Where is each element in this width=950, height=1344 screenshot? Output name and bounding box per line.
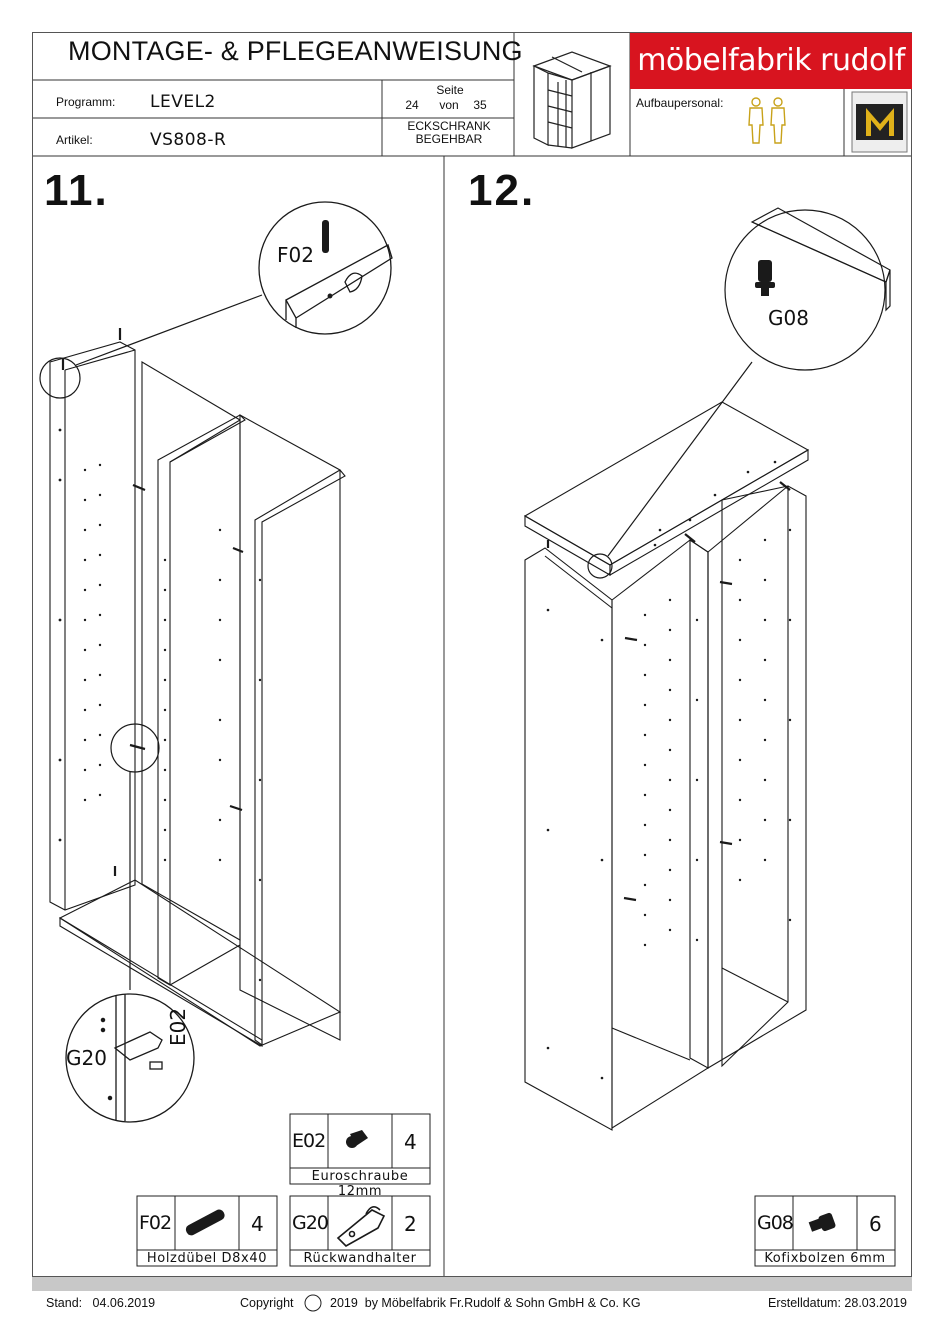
part-qty-E02: 4 [404, 1130, 417, 1154]
footer-erstelldatum: Erstelldatum: 28.03.2019 [768, 1296, 907, 1310]
step12-illustration [523, 401, 810, 1131]
callout-E02: E02 [166, 1007, 190, 1046]
step11-fittings [61, 328, 244, 876]
document-title: MONTAGE- & PFLEGEANWEISUNG [68, 36, 523, 66]
footer-bar [32, 1277, 912, 1291]
step11-holes [58, 428, 262, 982]
seite-current: 24 [405, 98, 419, 112]
cam-bolt-icon [755, 260, 775, 296]
part-code-E02: E02 [292, 1130, 326, 1152]
rueckwandhalter-icon [336, 1206, 386, 1247]
programm-label: Programm: [56, 95, 116, 109]
zoom-F02 [258, 201, 393, 335]
footer-stand: Stand: 04.06.2019 [46, 1296, 156, 1310]
callout-F02: F02 [277, 243, 314, 267]
step12-fittings [546, 481, 791, 902]
product-line2: BEGEHBAR [415, 132, 483, 146]
dowel-icon [322, 220, 329, 253]
zoom-G20-E02 [65, 993, 195, 1123]
euroschraube-icon [346, 1130, 368, 1148]
footer-copyright-text: 2019 by Möbelfabrik Fr.Rudolf & Sohn Gmb… [330, 1296, 641, 1310]
brand-logo: möbelfabrik rudolf [630, 33, 912, 89]
part-qty-G20: 2 [404, 1212, 417, 1236]
callout-G08: G08 [768, 306, 809, 330]
artikel-value: VS808-R [150, 130, 227, 150]
cabinet-thumbnail [532, 51, 612, 149]
step-number-11: 11. [44, 166, 109, 215]
seite-von: von [439, 98, 459, 112]
kofixbolzen-icon [808, 1212, 836, 1232]
part-name-E02: Euroschraube 12mm [311, 1169, 409, 1199]
product-line1: ECKSCHRANK [407, 119, 491, 133]
page-frame [32, 32, 912, 1277]
two-persons-icon [748, 97, 786, 144]
seite-label: Seite [436, 83, 464, 97]
step12-holes [546, 460, 792, 1080]
copyright-icon [304, 1294, 322, 1312]
step-number-12: 12. [468, 166, 536, 215]
seite-total: 35 [473, 98, 487, 112]
part-name-G08: Kofixbolzen 6mm [764, 1251, 886, 1266]
holzduebel-icon [185, 1209, 225, 1236]
part-code-G08: G08 [757, 1212, 794, 1234]
part-code-F02: F02 [139, 1212, 172, 1234]
aufbaupersonal-label: Aufbaupersonal: [636, 96, 724, 110]
artikel-label: Artikel: [56, 133, 93, 147]
footer-copyright-label: Copyright [240, 1296, 294, 1310]
part-code-G20: G20 [292, 1212, 329, 1234]
part-qty-F02: 4 [251, 1212, 264, 1236]
part-qty-G08: 6 [869, 1212, 882, 1236]
callout-G20: G20 [66, 1046, 107, 1070]
step11-illustration [49, 341, 346, 1047]
quality-seal-logo [851, 91, 908, 153]
part-name-F02: Holzdübel D8x40 [146, 1251, 268, 1266]
part-name-G20: Rückwandhalter [303, 1251, 417, 1266]
programm-value: LEVEL2 [150, 92, 216, 112]
